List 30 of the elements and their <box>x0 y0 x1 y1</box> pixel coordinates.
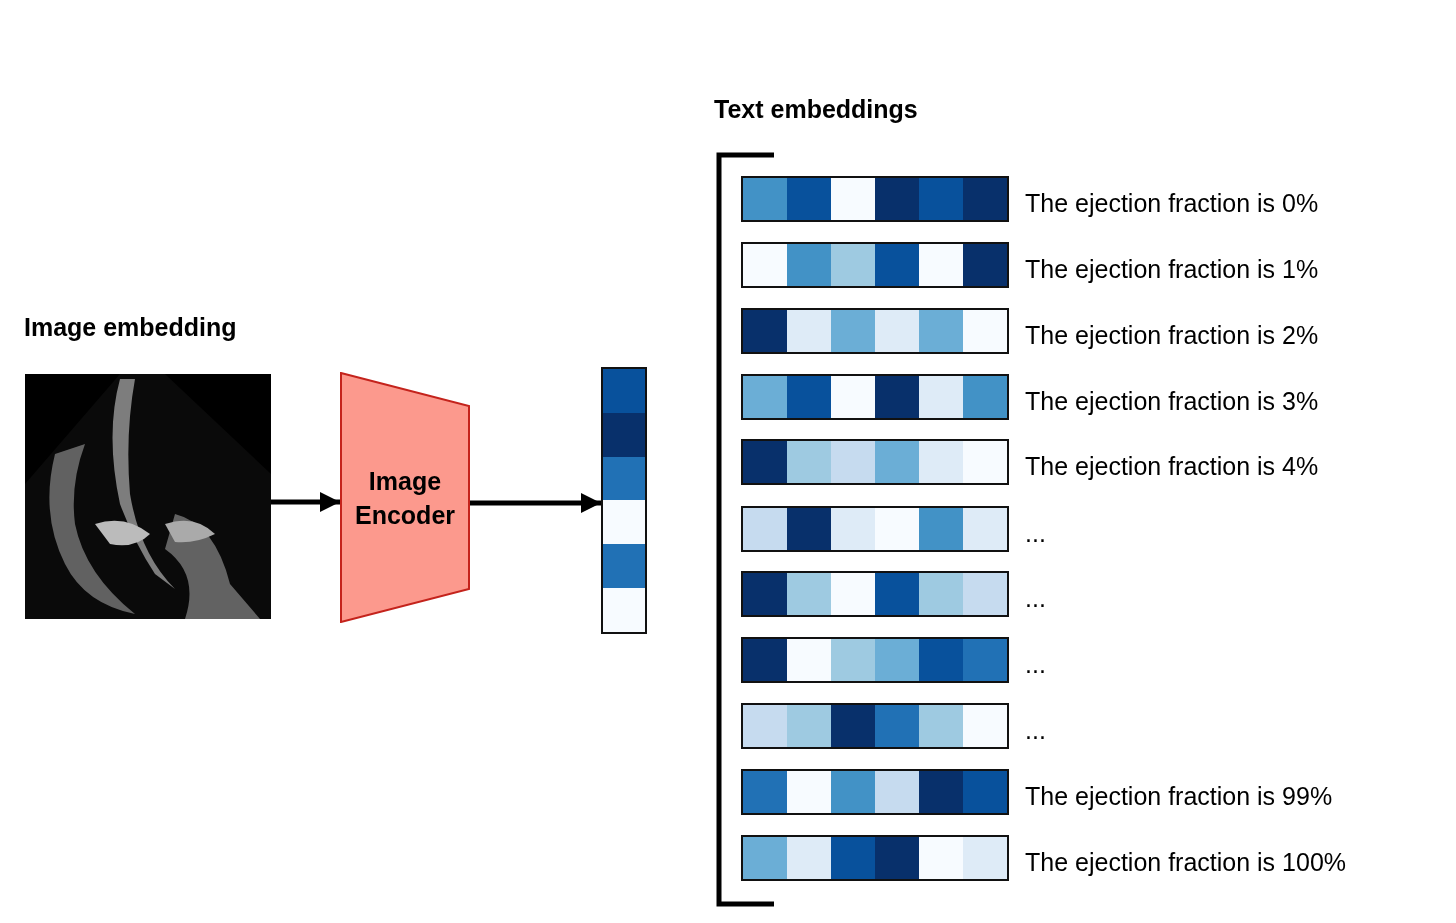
text-embedding-bar <box>741 506 1009 552</box>
caption-text: The ejection fraction is 0% <box>1025 189 1319 218</box>
text-embedding-bar <box>741 835 1009 881</box>
caption-text: The ejection fraction is 1% <box>1025 255 1319 284</box>
ultrasound-scan-drawing <box>25 374 271 619</box>
caption-text: The ejection fraction is 3% <box>1025 387 1319 416</box>
text-embedding-bar <box>741 571 1009 617</box>
text-embedding-bar <box>741 242 1009 288</box>
text-embedding-bar <box>741 769 1009 815</box>
caption-text: ... <box>1025 716 1046 745</box>
text-embedding-bar <box>741 637 1009 683</box>
caption-text: The ejection fraction is 100% <box>1025 848 1346 877</box>
caption-text: ... <box>1025 519 1046 548</box>
image-encoder-trapezoid <box>340 372 470 623</box>
arrow <box>470 493 601 513</box>
caption-text: The ejection fraction is 4% <box>1025 452 1319 481</box>
arrow <box>271 492 340 512</box>
image-embedding-vector <box>601 367 647 634</box>
caption-text: The ejection fraction is 2% <box>1025 321 1319 350</box>
caption-text: ... <box>1025 584 1046 613</box>
encoder-label: Image Encoder <box>354 466 456 531</box>
text-embedding-bar <box>741 308 1009 354</box>
caption-text: ... <box>1025 650 1046 679</box>
heading-text: Text embeddings <box>714 95 918 124</box>
text-embedding-bar <box>741 439 1009 485</box>
caption-text: The ejection fraction is 99% <box>1025 782 1333 811</box>
text-embedding-bar <box>741 374 1009 420</box>
text-embedding-bar <box>741 176 1009 222</box>
heading-text: Image embedding <box>24 313 237 342</box>
text-embedding-bar <box>741 703 1009 749</box>
